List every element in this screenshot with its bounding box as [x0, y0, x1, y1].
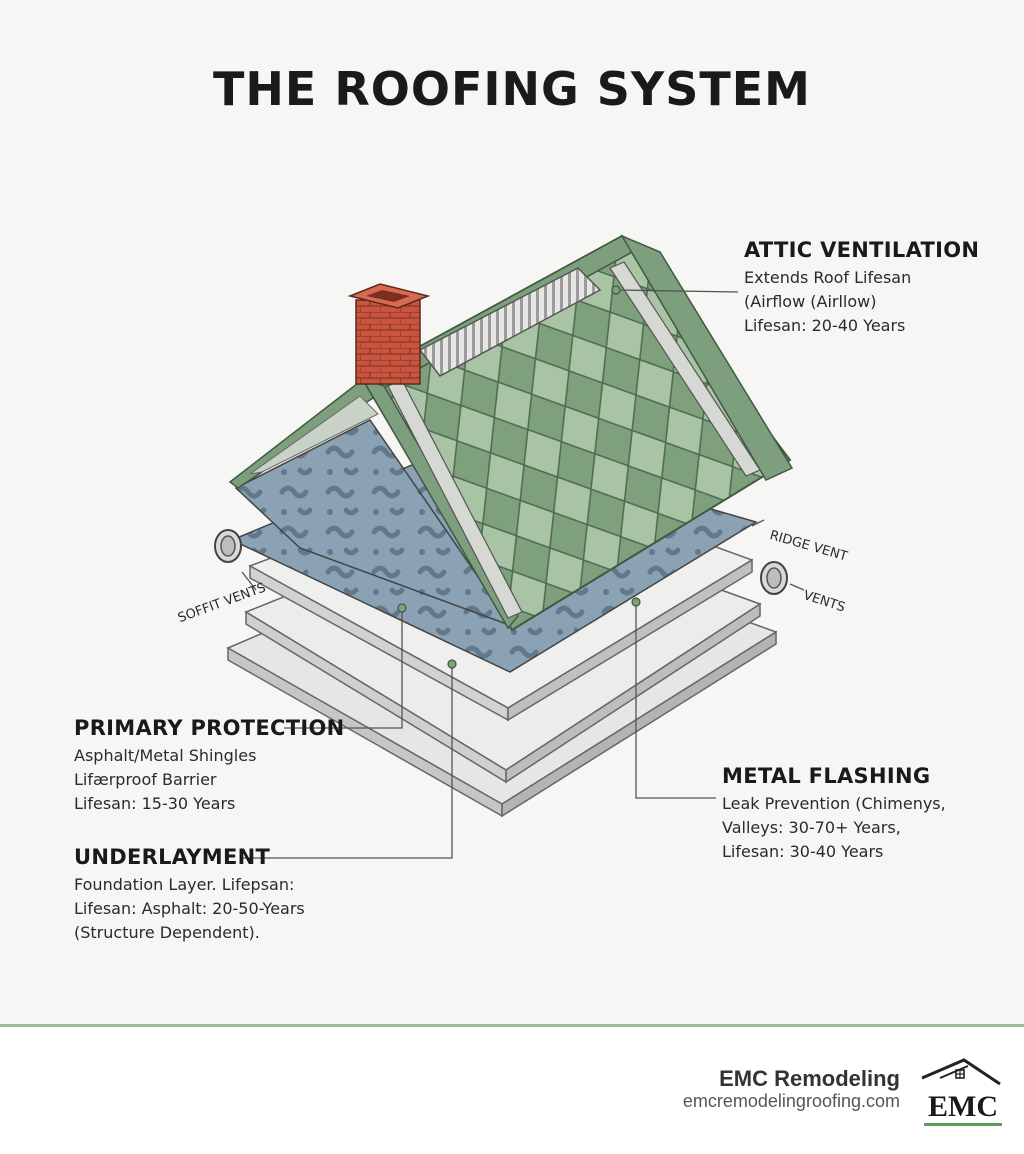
- metal-flashing-title: METAL FLASHING: [722, 764, 931, 788]
- right-vent-disc: [760, 561, 788, 595]
- primary-protection-label: PRIMARY PROTECTION Asphalt/Metal Shingle…: [74, 716, 345, 816]
- underlayment-label: UNDERLAYMENT Foundation Layer. Lifepsan:…: [74, 845, 305, 945]
- house-logo-icon: [921, 1058, 1001, 1086]
- chimney: [347, 283, 431, 385]
- brand-name: EMC Remodeling: [719, 1066, 900, 1091]
- leader-lines: [241, 289, 805, 859]
- attic-ventilation-label: ATTIC VENTILATION Extends Roof Lifesan (…: [744, 238, 979, 338]
- leader-dots: [397, 285, 641, 669]
- logo-text: EMC: [928, 1090, 998, 1123]
- underlayment-leader: [242, 664, 453, 859]
- primary-protection-line: Lifærproof Barrier: [74, 770, 217, 789]
- attic-ventilation-line: Lifesan: 20-40 Years: [744, 316, 906, 335]
- logo-underline: [924, 1123, 1002, 1126]
- soffit-vent-disc: [214, 529, 242, 563]
- metal-flashing-leader: [635, 602, 716, 799]
- footer: [0, 1027, 1024, 1154]
- soffit-vents-leader: [241, 571, 257, 591]
- vents-leader: [789, 583, 805, 591]
- attic-ventilation-leader: [615, 289, 739, 293]
- shingle-roof-face: [360, 234, 794, 632]
- primary-protection-line: Asphalt/Metal Shingles: [74, 746, 257, 765]
- underlayment-line: Lifesan: Asphalt: 20-50-Years: [74, 899, 305, 918]
- underlayment-title: UNDERLAYMENT: [74, 845, 271, 869]
- ridge-vent-leader: [751, 519, 765, 527]
- attic-ventilation-line: Extends Roof Lifesan: [744, 268, 912, 287]
- roof-diagram: [214, 234, 805, 859]
- attic-ventilation-title: ATTIC VENTILATION: [744, 238, 980, 262]
- metal-flashing-line: Valleys: 30-70+ Years,: [722, 818, 901, 837]
- underlayment-line: (Structure Dependent).: [74, 923, 260, 942]
- primary-protection-title: PRIMARY PROTECTION: [74, 716, 345, 740]
- primary-protection-leader: [284, 608, 403, 729]
- metal-flashing-line: Leak Prevention (Chimenys,: [722, 794, 946, 813]
- page-title: THE ROOFING SYSTEM: [213, 62, 811, 116]
- metal-flashing-label: METAL FLASHING Leak Prevention (Chimenys…: [722, 764, 946, 864]
- brand-url[interactable]: emcremodelingroofing.com: [682, 1091, 900, 1111]
- primary-protection-line: Lifesan: 15-30 Years: [74, 794, 236, 813]
- attic-ventilation-line: (Airflow (Airllow): [744, 292, 877, 311]
- metal-flashing-line: Lifesan: 30-40 Years: [722, 842, 884, 861]
- underlayment-line: Foundation Layer. Lifepsan:: [74, 875, 295, 894]
- footer-divider: [0, 1024, 1024, 1027]
